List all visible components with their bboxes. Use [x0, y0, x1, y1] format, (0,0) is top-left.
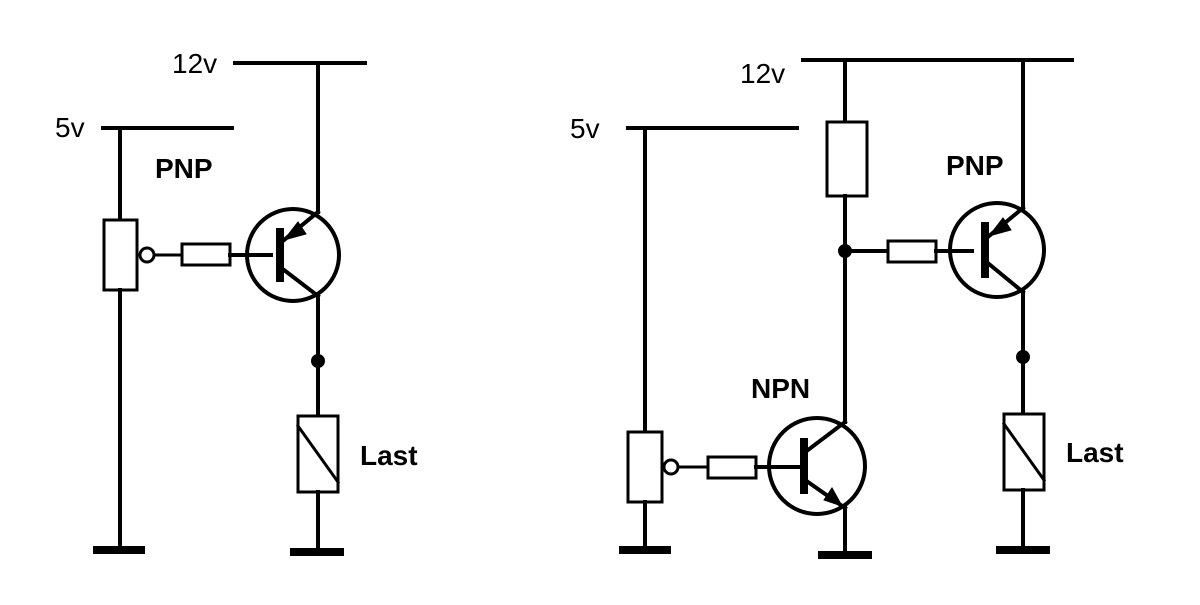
left-pnp-transistor — [245, 207, 341, 303]
left-load-label: Last — [360, 440, 418, 471]
right-npn-base-resistor — [706, 455, 758, 480]
right-pnp-arrow — [987, 217, 1012, 237]
right-npn-transistor — [767, 416, 867, 516]
left-circuit — [93, 61, 367, 556]
left-pot-wiper — [138, 246, 156, 264]
right-pnp-collector — [986, 261, 1026, 295]
right-pnp-transistor — [948, 201, 1046, 299]
left-junction-dot — [311, 354, 325, 368]
right-load-label: Last — [1066, 437, 1124, 468]
left-base-resistor — [180, 242, 232, 267]
right-junction-dot-lower — [1016, 350, 1030, 364]
left-12v-label: 12v — [172, 48, 217, 79]
right-pullup-resistor — [825, 120, 869, 198]
right-npn-collector — [805, 419, 848, 453]
right-npn-label: NPN — [751, 373, 810, 404]
left-pnp-label: PNP — [155, 153, 213, 184]
right-5v-label: 5v — [570, 113, 600, 144]
left-load-diagonal — [295, 423, 341, 485]
right-pnp-base-resistor — [886, 239, 938, 264]
right-potentiometer — [626, 430, 664, 504]
right-load-diagonal — [1001, 421, 1047, 483]
left-5v-label: 5v — [55, 112, 85, 143]
left-pnp-arrow — [282, 221, 307, 241]
right-12v-label: 12v — [740, 58, 785, 89]
right-pnp-label: PNP — [946, 150, 1004, 181]
right-npn-arrow — [823, 487, 844, 507]
left-potentiometer — [102, 218, 139, 292]
left-pnp-collector — [281, 267, 321, 299]
right-circuit — [619, 58, 1074, 559]
right-pot-wiper — [662, 458, 680, 476]
